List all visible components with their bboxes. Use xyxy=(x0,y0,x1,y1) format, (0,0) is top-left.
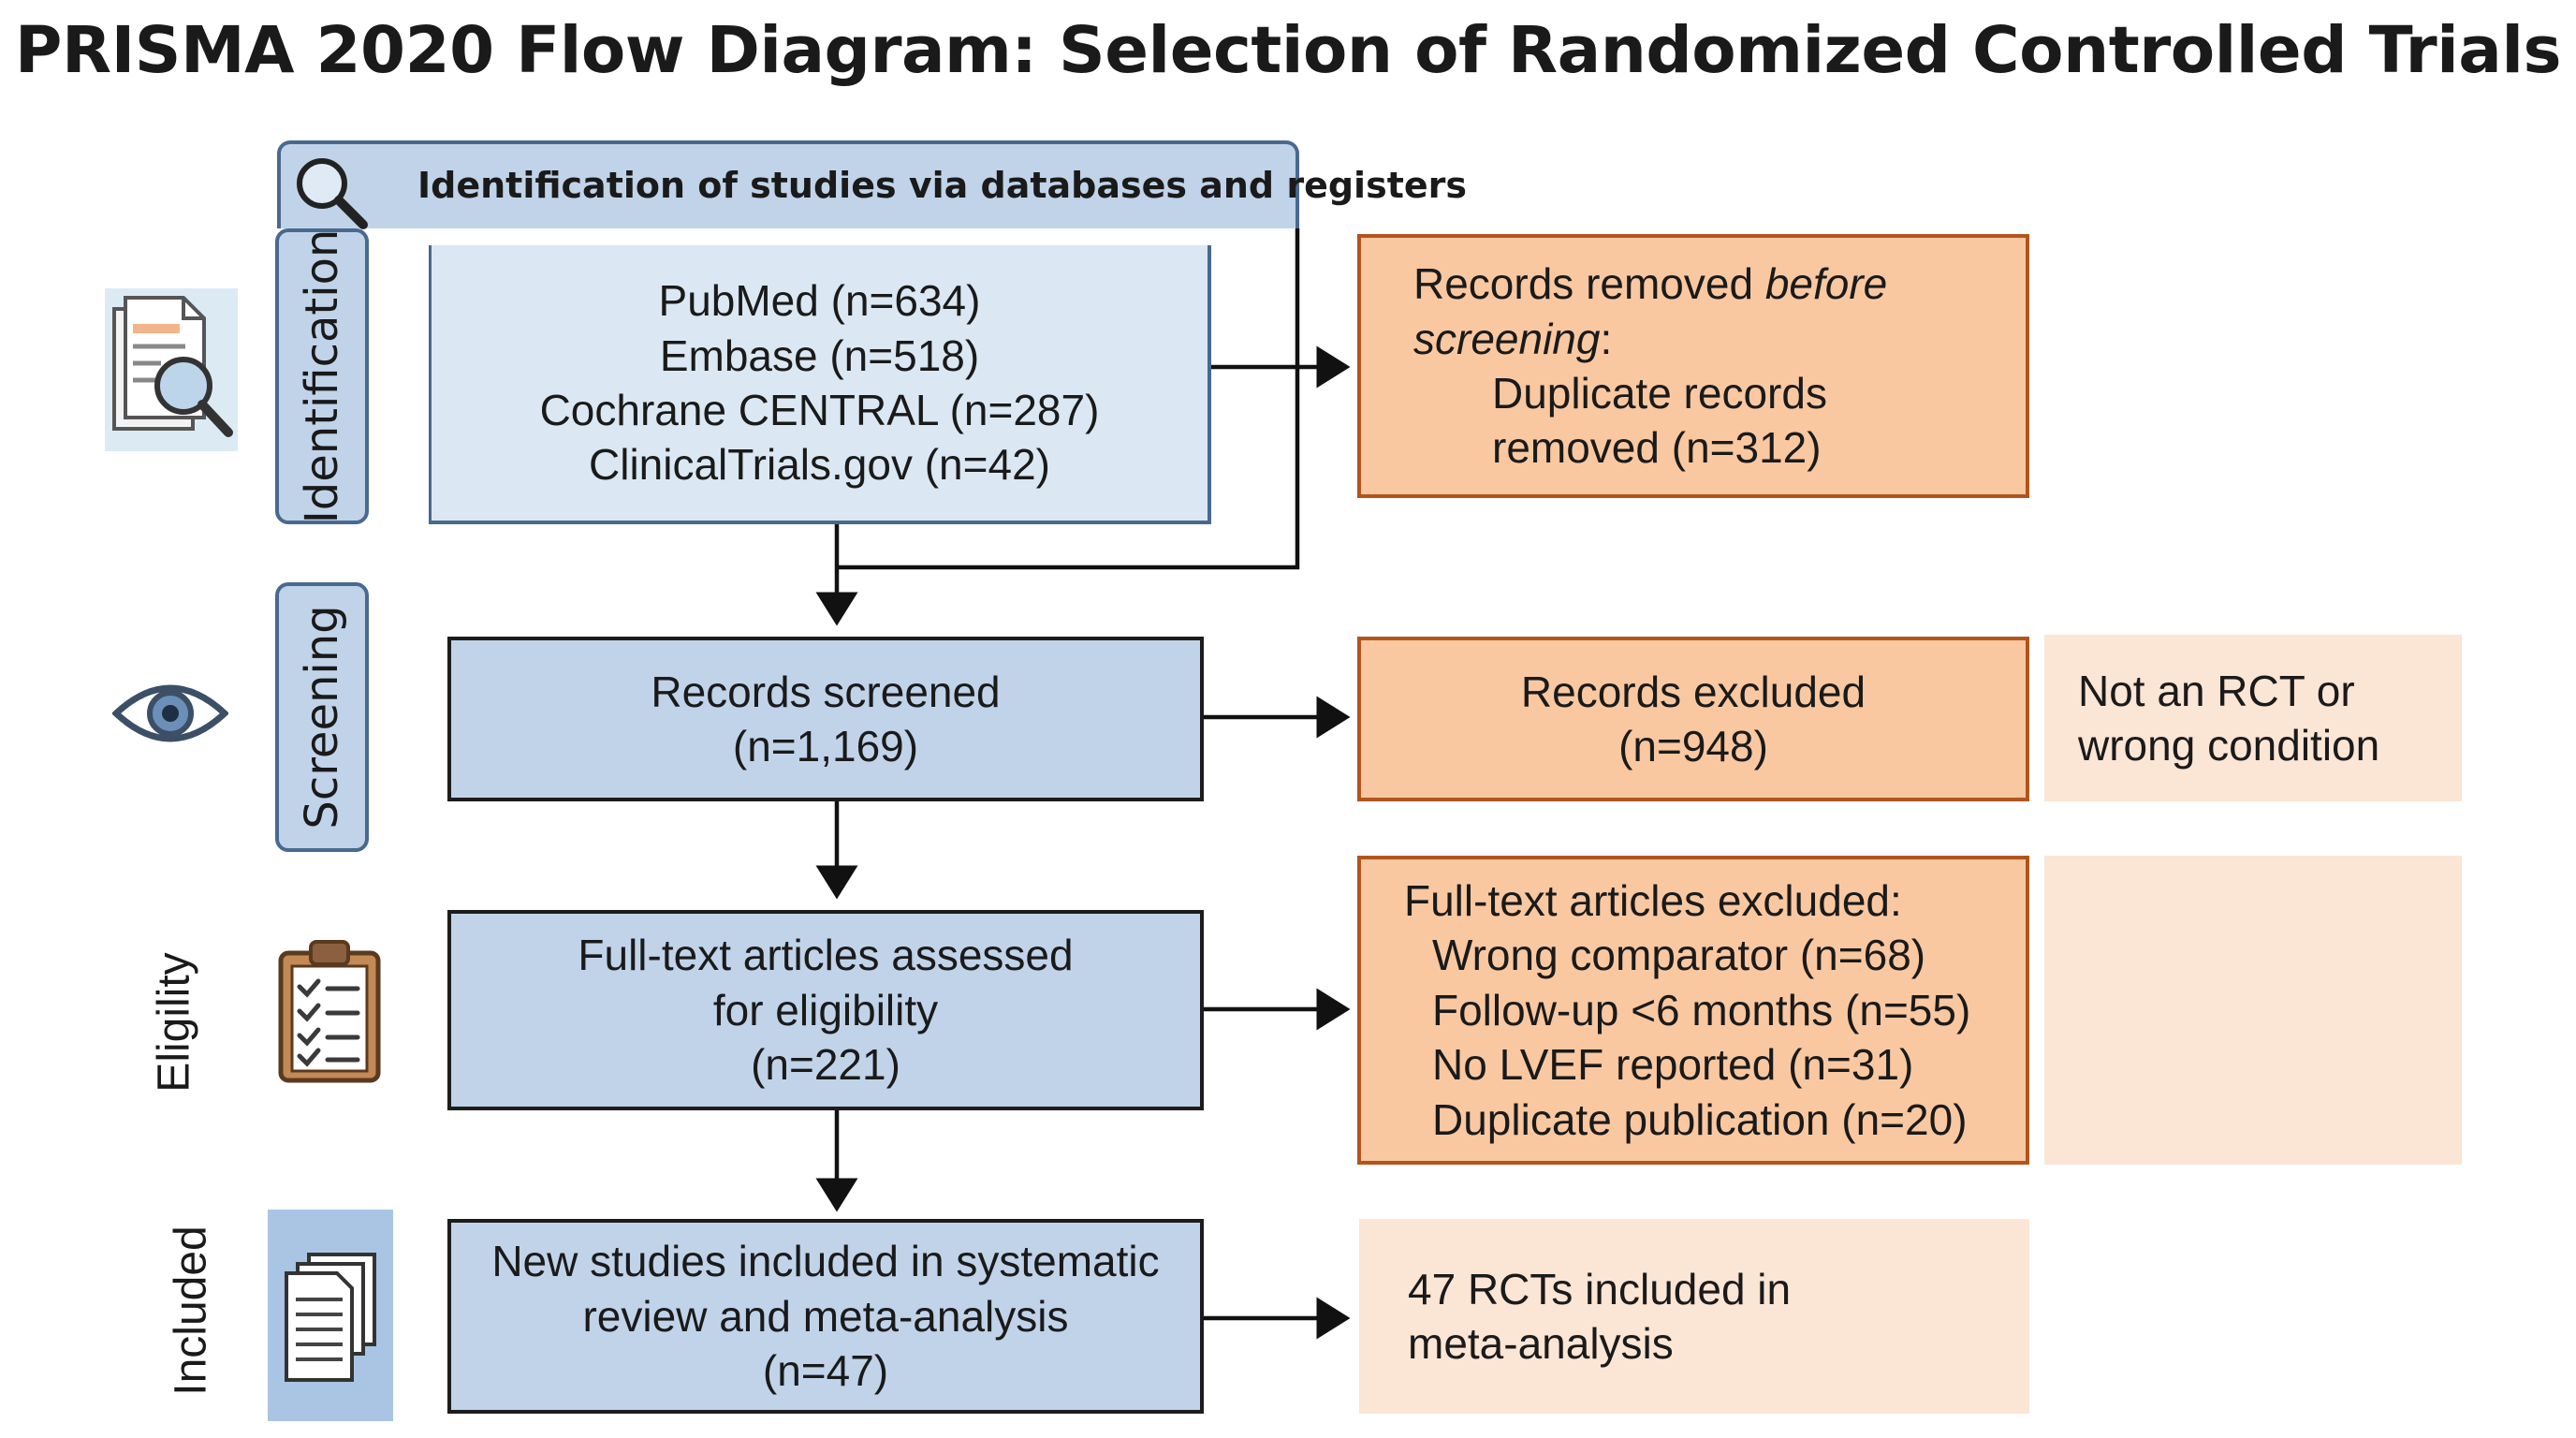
records-screened-count: (n=1,169) xyxy=(732,722,919,770)
studies-included-line1: New studies included in systematic xyxy=(491,1237,1160,1286)
source-embase: Embase (n=518) xyxy=(659,330,980,380)
phase-tab-identification: Identification xyxy=(275,228,369,524)
fulltext-excluded-box: Full-text articles excluded: Wrong compa… xyxy=(1357,856,2029,1165)
duplicates-line2: removed (n=312) xyxy=(1492,423,1822,473)
studies-included-line2: review and meta-analysis xyxy=(582,1291,1069,1341)
records-removed-heading: Records removed before xyxy=(1413,259,1888,309)
fulltext-assessed-line2: for eligibility xyxy=(712,985,939,1034)
exclusion-reason-line2: wrong condition xyxy=(2078,721,2380,770)
phase-tab-screening: Screening xyxy=(275,582,369,852)
document-search-icon xyxy=(105,288,238,451)
identification-header-label: Identification of studies via databases … xyxy=(417,165,1467,206)
phase-label-identification: Identification xyxy=(296,228,348,524)
source-pubmed: PubMed (n=634) xyxy=(658,276,981,326)
phase-label-screening: Screening xyxy=(296,605,348,829)
records-removed-heading-cont: screening: xyxy=(1413,314,1613,363)
records-screened-label: Records screened xyxy=(651,667,1001,716)
sources-box: PubMed (n=634) Embase (n=518) Cochrane C… xyxy=(429,245,1211,524)
reason-wrong-comparator: Wrong comparator (n=68) xyxy=(1432,931,1926,980)
included-note: 47 RCTs included in meta-analysis xyxy=(1359,1219,2029,1414)
records-excluded-label: Records excluded xyxy=(1520,667,1866,716)
reason-duplicate-publication: Duplicate publication (n=20) xyxy=(1432,1094,1968,1144)
diagram-title: PRISMA 2020 Flow Diagram: Selection of R… xyxy=(14,13,2562,88)
exclusion-reason-line1: Not an RCT or xyxy=(2078,666,2355,715)
stacked-documents-icon xyxy=(268,1210,393,1421)
duplicates-line1: Duplicate records xyxy=(1492,369,1827,418)
connector-band-down xyxy=(837,228,1300,570)
records-removed-box: Records removed before screening: Duplic… xyxy=(1357,234,2029,498)
source-cochrane: Cochrane CENTRAL (n=287) xyxy=(539,386,1100,434)
fulltext-assessed-count: (n=221) xyxy=(751,1040,900,1090)
fulltext-excluded-heading: Full-text articles excluded: xyxy=(1404,875,1902,925)
phase-label-included: Included xyxy=(166,1225,216,1396)
source-clinicaltrials: ClinicalTrials.gov (n=42) xyxy=(589,440,1050,490)
included-note-line1: 47 RCTs included in xyxy=(1408,1264,1792,1313)
fulltext-excluded-side-panel xyxy=(2044,856,2462,1165)
exclusion-reason-note: Not an RCT or wrong condition xyxy=(2044,635,2462,801)
phase-label-eligibility: Eligility xyxy=(149,952,199,1093)
reason-no-lvef: No LVEF reported (n=31) xyxy=(1432,1040,1914,1090)
records-excluded-count: (n=948) xyxy=(1618,722,1768,770)
records-excluded-box: Records excluded (n=948) xyxy=(1357,637,2029,801)
reason-follow-up: Follow-up <6 months (n=55) xyxy=(1432,985,1971,1034)
studies-included-box: New studies included in systematic revie… xyxy=(447,1219,1204,1414)
identification-header-band: Identification of studies via databases … xyxy=(277,140,1467,229)
fulltext-assessed-box: Full-text articles assessed for eligibil… xyxy=(447,910,1204,1110)
records-screened-box: Records screened (n=1,169) xyxy=(447,637,1204,801)
studies-included-count: (n=47) xyxy=(762,1346,889,1396)
fulltext-assessed-line1: Full-text articles assessed xyxy=(578,931,1074,980)
included-note-line2: meta-analysis xyxy=(1408,1319,1674,1368)
eye-icon xyxy=(112,684,228,742)
magnifier-icon xyxy=(297,158,368,229)
clipboard-checklist-icon xyxy=(278,940,381,1083)
